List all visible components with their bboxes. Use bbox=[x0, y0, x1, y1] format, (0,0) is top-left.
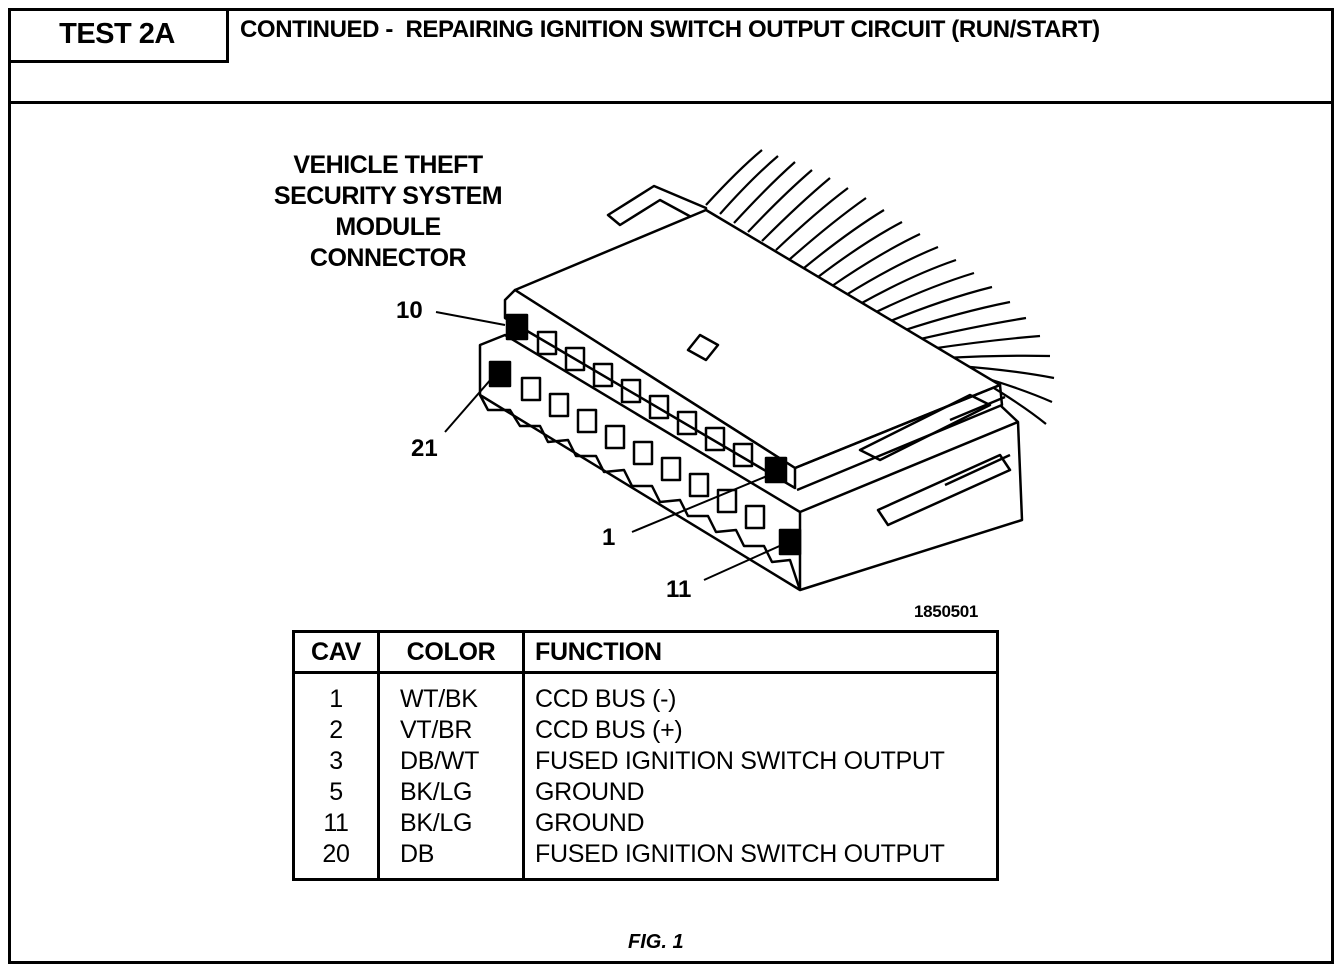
figure-caption: FIG. 1 bbox=[628, 931, 684, 953]
cell-function: GROUND bbox=[535, 778, 645, 806]
figure-id: 1850501 bbox=[914, 602, 979, 621]
cell-color: BK/LG bbox=[378, 777, 525, 808]
cell-function: GROUND bbox=[535, 809, 645, 837]
test-id-box: TEST 2A bbox=[8, 8, 229, 63]
table-row: 20 DB FUSED IGNITION SWITCH OUTPUT bbox=[293, 839, 998, 880]
test-id: TEST 2A bbox=[59, 17, 175, 50]
connector-front-upper bbox=[503, 288, 797, 490]
page-frame bbox=[8, 8, 1334, 964]
header-title: CONTINUED - REPAIRING IGNITION SWITCH OU… bbox=[240, 16, 1100, 43]
cell-color: DB/WT bbox=[378, 746, 525, 777]
pin-label-21: 21 bbox=[411, 435, 438, 462]
connector-teeth bbox=[478, 394, 802, 591]
table-header-row: CAV COLOR FUNCTION bbox=[293, 631, 998, 674]
cell-cav: 11 bbox=[293, 808, 380, 839]
table-row: 2 VT/BR CCD BUS (+) bbox=[293, 715, 998, 746]
leader-lines bbox=[435, 311, 785, 581]
table-row: 1 WT/BK CCD BUS (-) bbox=[293, 672, 998, 715]
connector-label-line: SECURITY SYSTEM bbox=[273, 182, 503, 210]
pin-label-10: 10 bbox=[396, 297, 423, 324]
connector-label-line: VEHICLE THEFT bbox=[293, 151, 483, 179]
cell-cav: 2 bbox=[293, 715, 380, 746]
cell-cav: 5 bbox=[293, 777, 380, 808]
column-header-function: FUNCTION bbox=[523, 631, 998, 674]
table-row: 11 BK/LG GROUND bbox=[293, 808, 998, 839]
header-divider bbox=[8, 101, 1334, 104]
cavity-table: CAV COLOR FUNCTION 1 WT/BK CCD BUS (-) 2… bbox=[292, 630, 999, 881]
cell-function: FUSED IGNITION SWITCH OUTPUT bbox=[535, 840, 945, 868]
cell-function: CCD BUS (+) bbox=[535, 716, 683, 744]
pin-label-11: 11 bbox=[666, 576, 692, 603]
connector-label-line: CONNECTOR bbox=[309, 244, 467, 272]
lower-cavities bbox=[488, 360, 802, 556]
pin-label-1: 1 bbox=[602, 524, 616, 551]
cell-color: VT/BR bbox=[378, 715, 525, 746]
cell-function: CCD BUS (-) bbox=[535, 685, 677, 713]
column-header-color: COLOR bbox=[378, 631, 525, 674]
connector-label-line: MODULE bbox=[335, 213, 441, 241]
table-row: 3 DB/WT FUSED IGNITION SWITCH OUTPUT bbox=[293, 746, 998, 777]
column-header-cav: CAV bbox=[293, 631, 380, 674]
table-row: 5 BK/LG GROUND bbox=[293, 777, 998, 808]
upper-cavities bbox=[505, 313, 788, 484]
cell-function: FUSED IGNITION SWITCH OUTPUT bbox=[535, 747, 945, 775]
cell-cav: 1 bbox=[293, 672, 380, 715]
cell-cav: 20 bbox=[293, 839, 380, 880]
cell-color: BK/LG bbox=[378, 808, 525, 839]
key-mark bbox=[686, 333, 720, 362]
connector-label: VEHICLE THEFT SECURITY SYSTEM MODULE CON… bbox=[250, 150, 526, 274]
cell-cav: 3 bbox=[293, 746, 380, 777]
cell-color: DB bbox=[378, 839, 525, 880]
cell-color: WT/BK bbox=[378, 672, 525, 715]
